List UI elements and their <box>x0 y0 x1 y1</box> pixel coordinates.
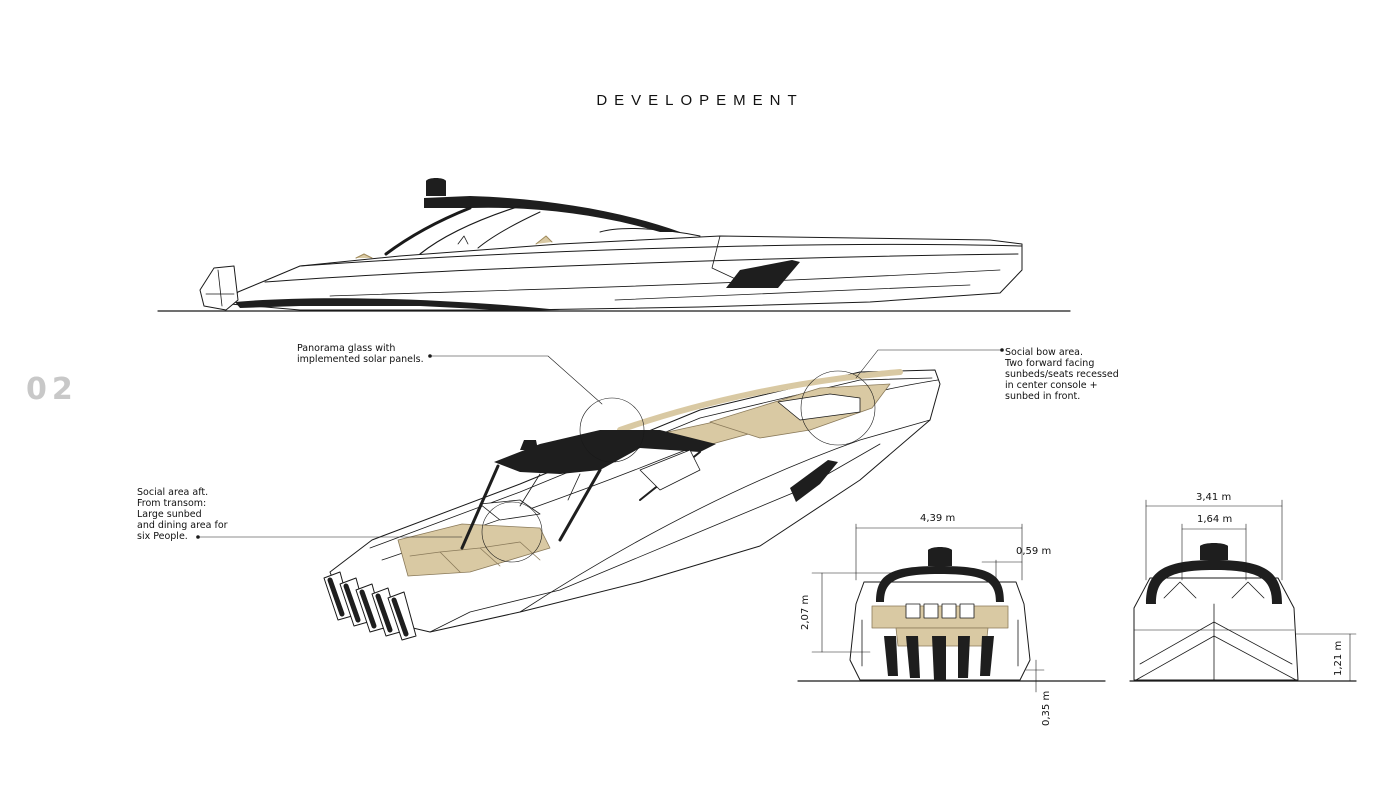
annotation-social-bow: Social bow area. Two forward facing sunb… <box>1005 347 1119 402</box>
page-title: DEVELOPEMENT <box>596 92 804 109</box>
dim-bow-beam: 3,41 m <box>1196 492 1232 503</box>
dim-stern-draft: 0,35 m <box>1041 690 1052 726</box>
annotation-line: Panorama glass with <box>297 343 396 354</box>
annotation-line: Social bow area. <box>1005 347 1084 358</box>
annotation-line: Social area aft. <box>137 487 209 498</box>
annotation-line: Large sunbed <box>137 509 202 520</box>
annotation-line: From transom: <box>137 498 207 509</box>
page-number: 02 <box>26 372 78 407</box>
annotation-line: and dining area for <box>137 520 228 531</box>
annotation-line: six People. <box>137 531 188 542</box>
stern-view-drawing <box>797 547 1106 682</box>
dim-bow-inner: 1,64 m <box>1197 514 1233 525</box>
annotation-social-aft: Social area aft. From transom: Large sun… <box>137 487 228 542</box>
bow-view-drawing <box>1129 543 1357 682</box>
dim-bow-height: 1,21 m <box>1333 640 1344 676</box>
annotation-line: sunbed in front. <box>1005 391 1081 402</box>
dim-stern-width: 4,39 m <box>920 513 956 524</box>
perspective-drawing <box>323 369 941 641</box>
side-profile-drawing <box>157 178 1071 312</box>
annotation-leaders <box>196 348 1004 539</box>
annotation-line: Two forward facing <box>1005 358 1095 369</box>
annotation-line: implemented solar panels. <box>297 354 424 365</box>
annotation-line: sunbeds/seats recessed <box>1005 369 1119 380</box>
annotation-panorama-glass: Panorama glass with implemented solar pa… <box>297 343 424 365</box>
dimension-lines <box>811 499 1357 693</box>
annotation-line: in center console + <box>1005 380 1098 391</box>
dim-stern-offset: 0,59 m <box>1016 546 1052 557</box>
dim-stern-height: 2,07 m <box>800 594 811 630</box>
